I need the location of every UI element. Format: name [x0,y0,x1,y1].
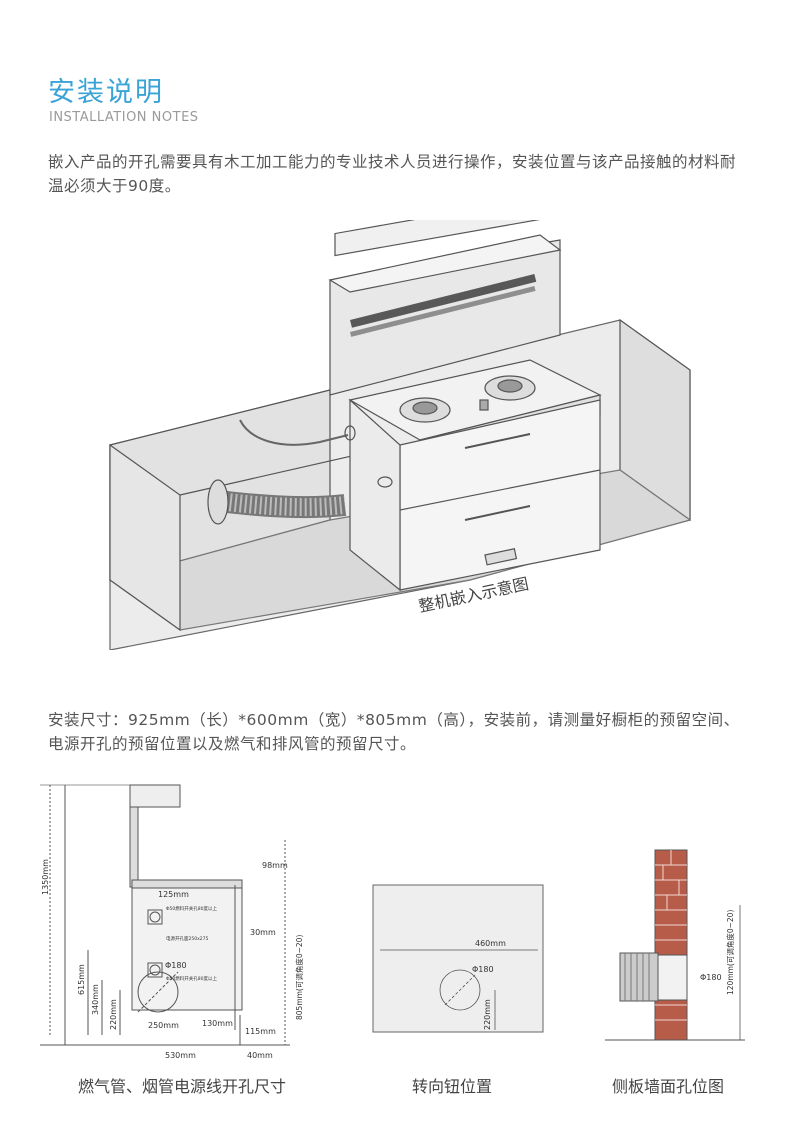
dim-805: 805mm(可调角度0~20) [294,935,304,1020]
dim-phi180: Φ180 [165,961,187,970]
dim-250: 250mm [148,1021,179,1030]
dim-220: 220mm [109,999,118,1030]
diagram-knob-position: 460mm Φ180 220mm [372,884,544,1033]
dim-340: 340mm [91,984,100,1015]
page-title: 安装说明 [48,77,164,108]
diagram3-caption: 侧板墙面孔位图 [612,1077,725,1096]
dim-98: 98mm [262,861,288,870]
diagram1-caption: 燃气管、烟管电源线开孔尺寸 [78,1077,287,1096]
dim-30: 30mm [250,928,276,937]
note-gas-hole: Φ50燃料开关孔80度以上 [166,905,217,912]
dim-220-knob: 220mm [483,999,492,1030]
dim-615: 615mm [77,964,86,995]
dim-130: 130mm [202,1019,233,1028]
installation-illustration: 整机嵌入示意图 [108,220,692,650]
dim-125: 125mm [158,890,189,899]
size-paragraph: 安装尺寸：925mm（长）*600mm（宽）*805mm（高），安装前，请测量好… [48,711,740,753]
intro-paragraph: 嵌入产品的开孔需要具有木工加工能力的专业技术人员进行操作，安装位置与该产品接触的… [48,153,737,195]
diagram-pipe-openings: 1350mm 615mm 340mm 220mm 125mm 98mm 30mm… [40,784,304,1060]
dim-530: 530mm [165,1051,196,1060]
dim-115: 115mm [245,1027,276,1036]
note-power-hole: 电源开孔面250x275 [166,935,208,942]
note-fuel-hole: Φ50燃料开关孔80度以上 [166,975,217,982]
dim-460: 460mm [475,939,506,948]
diagram2-caption: 转向钮位置 [412,1077,493,1096]
dim-40: 40mm [247,1051,273,1060]
diagram-side-wall-hole: Φ180 120mm(可调角度0~20) [605,849,745,1041]
dim-120: 120mm(可调角度0~20) [725,910,735,995]
dim-phi180-wall: Φ180 [700,973,722,982]
dim-phi180-knob: Φ180 [472,965,494,974]
dim-1350: 1350mm [41,859,50,895]
page-subtitle: INSTALLATION NOTES [49,110,199,125]
